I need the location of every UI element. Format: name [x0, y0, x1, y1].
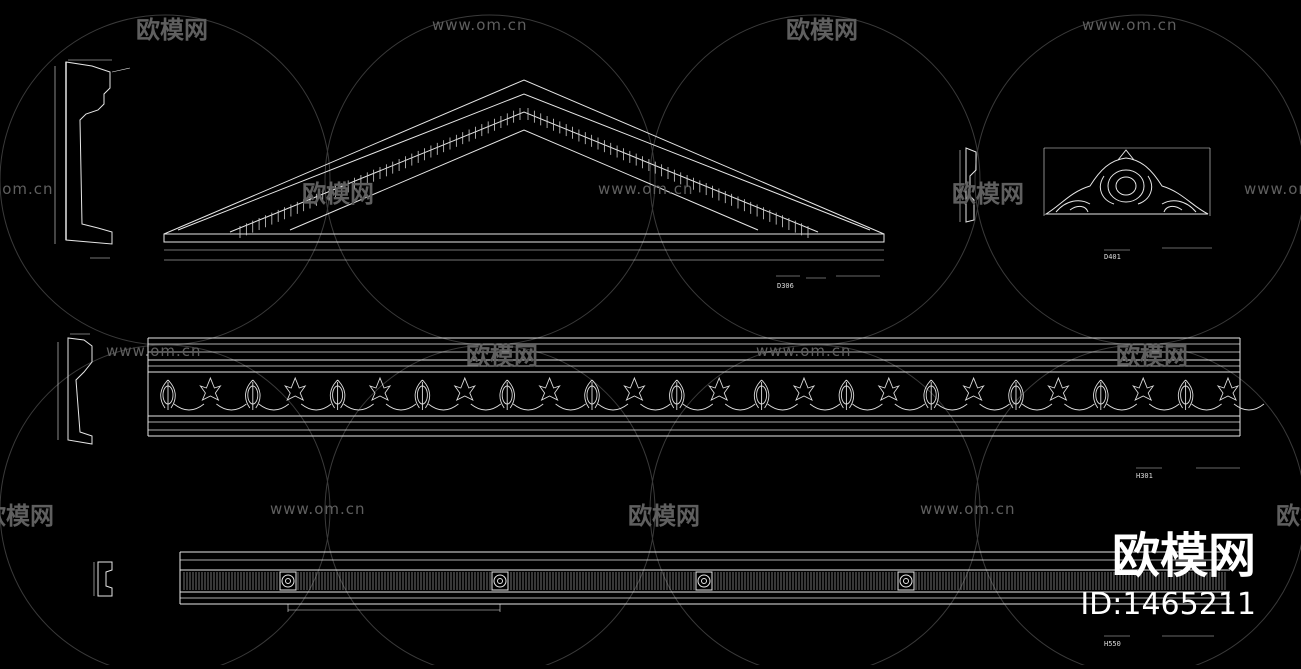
- brand-logo: 欧模网: [1111, 528, 1256, 584]
- cornice-flutes: [183, 572, 1226, 590]
- watermark-site: www.om.cn: [598, 180, 694, 198]
- anthemion-ornament: [329, 379, 374, 411]
- watermark-logo: 欧模网: [1116, 342, 1188, 370]
- cornice-rosettes: [279, 571, 915, 591]
- watermark-circle: [0, 344, 331, 669]
- rosette: [279, 571, 297, 591]
- star-ornament: [368, 376, 417, 411]
- watermark-circle: [649, 344, 981, 669]
- watermark-logo: 欧模网: [466, 342, 538, 370]
- frieze-code-label: H301: [1136, 472, 1153, 480]
- star-ornament: [1132, 376, 1180, 411]
- cornice-code-label: H550: [1104, 640, 1121, 648]
- watermark-circle: [324, 344, 656, 669]
- anthemion-ornament: [499, 379, 544, 411]
- ornament-panel: [1043, 147, 1211, 216]
- anthemion-ornament: [838, 379, 883, 411]
- anthemion-ornament: [669, 379, 714, 411]
- watermark-logo: 欧模网: [786, 16, 858, 44]
- watermark-logo: 欧模网: [952, 180, 1024, 208]
- ornament-code-label: D401: [1104, 253, 1121, 261]
- watermark-site: www.om.cn: [1082, 16, 1178, 34]
- anthemion-ornament: [584, 379, 629, 411]
- star-ornament: [708, 376, 756, 411]
- watermark-circle: [649, 14, 981, 346]
- watermark-site: www.om.cn: [106, 342, 202, 360]
- watermark-site: www.om.cn: [756, 342, 852, 360]
- watermark-site: www.om.cn: [1244, 180, 1301, 198]
- watermark-logo: 欧模网: [136, 16, 208, 44]
- anthemion-ornament: [1093, 379, 1138, 411]
- rosette: [491, 571, 509, 591]
- watermark-site: www.om.cn: [0, 180, 54, 198]
- star-ornament: [199, 376, 247, 411]
- star-ornament: [877, 376, 926, 411]
- pediment-dentils: [239, 108, 809, 238]
- frieze-ornaments: [160, 376, 1265, 411]
- anthemion-ornament: [414, 379, 459, 411]
- star-ornament: [1047, 376, 1095, 411]
- profile-section-1: [54, 59, 131, 259]
- pediment-elevation: [163, 79, 885, 261]
- cornice-elevation: [179, 551, 1230, 612]
- anthemion-ornament: [245, 379, 290, 411]
- star-ornament: [453, 376, 502, 411]
- profile-section-4: [93, 561, 113, 597]
- rosette: [897, 571, 915, 591]
- watermark-site: www.om.cn: [920, 500, 1016, 518]
- watermark-logo: 欧模网: [1276, 502, 1301, 530]
- star-ornament: [962, 376, 1010, 411]
- pediment-code-label: D306: [777, 282, 794, 290]
- watermark-logo: 欧模网: [302, 180, 374, 208]
- star-ornament: [538, 376, 586, 411]
- star-ornament: [623, 376, 671, 411]
- watermark-circle: [974, 344, 1301, 669]
- star-ornament: [792, 376, 841, 411]
- rosette: [695, 571, 713, 591]
- anthemion-ornament: [923, 379, 968, 411]
- watermark-logo: 欧模网: [628, 502, 700, 530]
- watermark-site: www.om.cn: [432, 16, 528, 34]
- watermark-circles: [0, 14, 1301, 669]
- anthemion-ornament: [160, 379, 205, 411]
- watermark-logo: 欧模网: [0, 502, 54, 530]
- anthemion-ornament: [1177, 379, 1222, 411]
- anthemion-ornament: [753, 379, 798, 411]
- title-block-marks: [776, 247, 1240, 637]
- anthemion-ornament: [1008, 379, 1053, 411]
- watermark-site: www.om.cn: [270, 500, 366, 518]
- star-ornament: [1216, 376, 1265, 411]
- brand-id: ID:1465211: [1080, 587, 1256, 622]
- profile-section-2: [959, 147, 977, 223]
- profile-section-3: [57, 333, 93, 445]
- star-ornament: [284, 376, 332, 411]
- frieze-elevation: [147, 337, 1265, 437]
